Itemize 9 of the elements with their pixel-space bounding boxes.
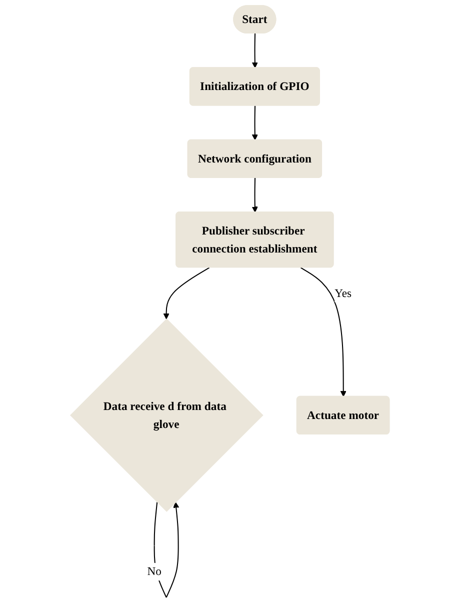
arrow	[162, 267, 210, 320]
arrow	[153, 502, 179, 598]
node-diamond: Data receive d from data glove	[70, 318, 263, 512]
arrow	[300, 267, 346, 397]
edge-label: Yes	[334, 286, 352, 300]
arrow	[251, 178, 258, 213]
arrow	[251, 106, 258, 140]
arrow	[251, 34, 258, 68]
edge-label: No	[146, 564, 162, 578]
